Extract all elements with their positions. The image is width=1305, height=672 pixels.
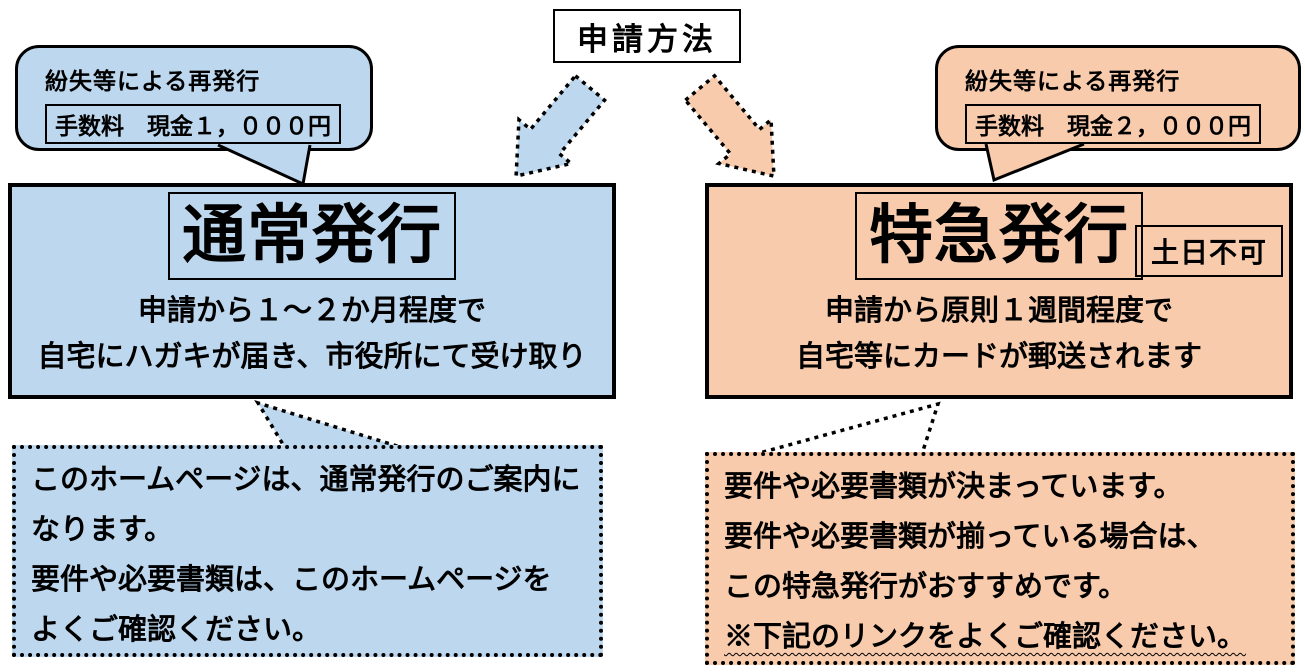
normal-issuance-desc-2: 自宅にハガキが届き、市役所にて受け取り: [37, 339, 587, 373]
express-fee-bubble: 紛失等による再発行 手数料 現金２，０００円: [935, 45, 1301, 151]
normal-fee-heading: 紛失等による再発行: [45, 68, 261, 95]
express-issuance-card: 特急発行 土日不可 申請から原則１週間程度で 自宅等にカードが郵送されます: [705, 183, 1293, 399]
normal-issuance-card: 通常発行 申請から１～２か月程度で 自宅にハガキが届き、市役所にて受け取り: [8, 183, 616, 399]
express-issuance-desc-2: 自宅等にカードが郵送されます: [795, 339, 1202, 373]
normal-issuance-note: このホームページは、通常発行のご案内に なります。 要件や必要書類は、このホーム…: [12, 445, 603, 657]
note-callout-tail-right: [744, 401, 941, 459]
normal-issuance-desc-1: 申請から１～２か月程度で: [137, 293, 486, 327]
normal-fee-bubble: 紛失等による再発行 手数料 現金１，０００円: [15, 45, 373, 151]
express-fee-heading: 紛失等による再発行: [965, 68, 1181, 95]
diagram-title: 申請方法: [577, 21, 717, 58]
note-text-line: よくご確認ください。: [31, 612, 322, 646]
normal-fee-amount: 手数料 現金１，０００円: [45, 104, 341, 144]
express-issuance-note: 要件や必要書類が決まっています。 要件や必要書類が揃っている場合は、 この特急発…: [705, 452, 1295, 665]
arrow-down-right-icon: [682, 73, 776, 179]
note-text-line: 要件や必要書類は、このホームページを: [31, 562, 552, 596]
note-callout-tail-left: [254, 399, 414, 453]
note-text-line: 要件や必要書類が決まっています。: [724, 469, 1183, 503]
normal-issuance-title: 通常発行: [168, 192, 456, 280]
note-text-line: なります。: [31, 512, 174, 546]
note-warning-line: ※下記のリンクをよくご確認ください。: [724, 611, 1276, 661]
note-text-line: この特急発行がおすすめです。: [724, 569, 1128, 603]
arrow-down-left-icon: [514, 73, 608, 179]
express-issuance-desc-1: 申請から原則１週間程度で: [824, 293, 1173, 327]
note-text-line: このホームページは、通常発行のご案内に: [31, 462, 581, 496]
diagram-title-box: 申請方法: [553, 9, 741, 63]
note-text-line: 要件や必要書類が揃っている場合は、: [724, 519, 1216, 553]
express-fee-amount: 手数料 現金２，０００円: [965, 104, 1261, 144]
wavy-underline-text: ※下記のリンクをよくご確認ください。: [724, 619, 1247, 653]
express-issuance-title: 特急発行: [855, 192, 1143, 280]
weekend-unavailable-badge: 土日不可: [1134, 225, 1283, 277]
